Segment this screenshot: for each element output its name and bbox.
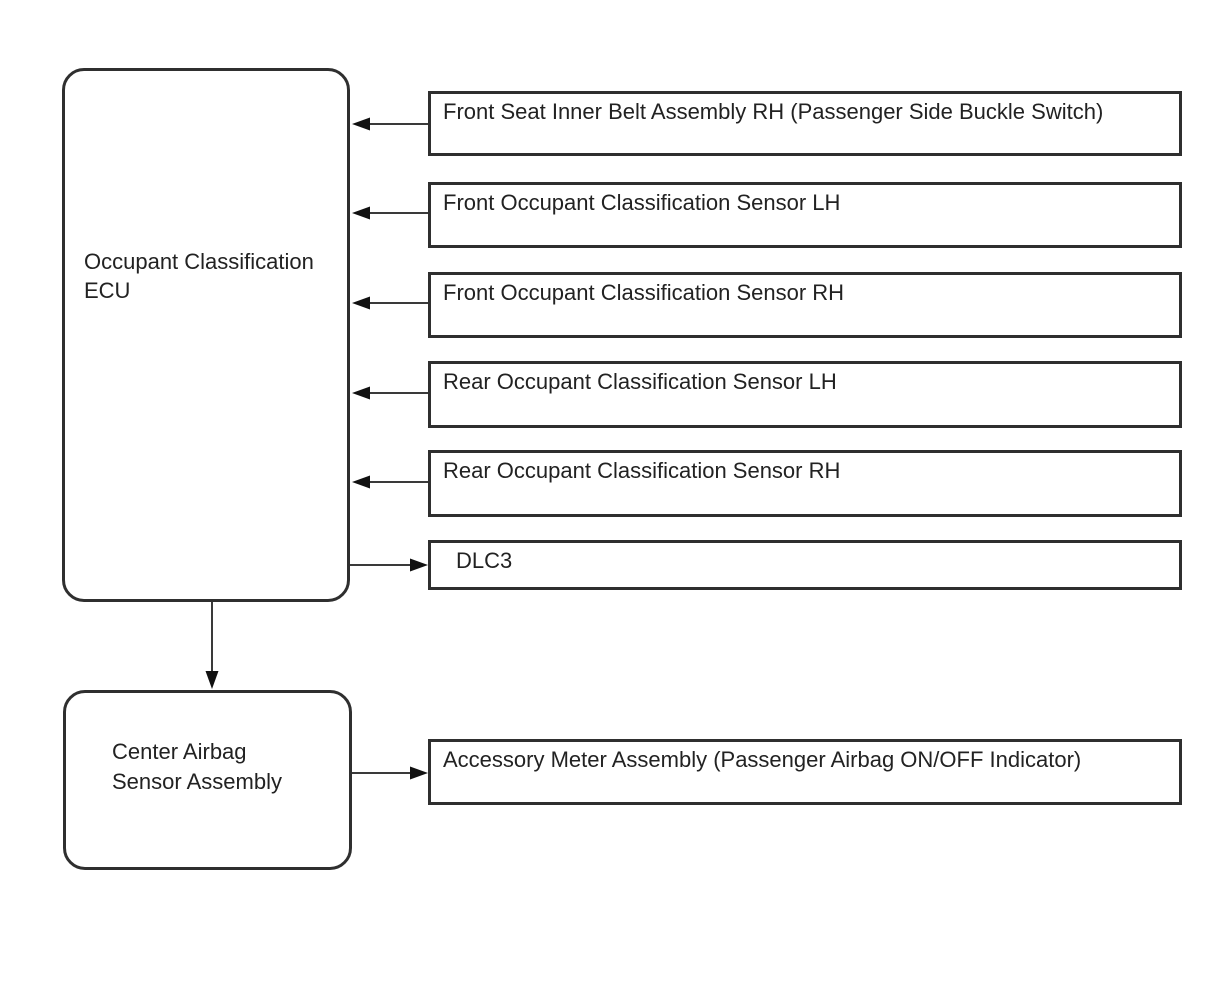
- center-airbag-sensor-label: Center Airbag Sensor Assembly: [112, 739, 282, 794]
- accessory-meter-label: Accessory Meter Assembly (Passenger Airb…: [443, 747, 1082, 772]
- sensor-box-label: Rear Occupant Classification Sensor LH: [443, 369, 837, 394]
- sensor-box-rear-occupant-classification-rh: Rear Occupant Classification Sensor RH: [428, 450, 1182, 517]
- arrow-ecu-to-dlc3: [350, 558, 428, 572]
- sensor-box-front-seat-inner-belt-rh: Front Seat Inner Belt Assembly RH (Passe…: [428, 91, 1182, 156]
- arrow-front-sensor-rh-to-ecu: [352, 296, 428, 310]
- sensor-box-front-occupant-classification-rh: Front Occupant Classification Sensor RH: [428, 272, 1182, 338]
- ecu-label: Occupant Classification ECU: [84, 249, 314, 303]
- dlc3-box: DLC3: [428, 540, 1182, 590]
- arrow-ecu-to-center-airbag: [205, 602, 219, 689]
- arrow-center-airbag-to-accessory-meter: [352, 766, 428, 780]
- sensor-box-label: Front Occupant Classification Sensor RH: [443, 280, 845, 305]
- sensor-box-label: Front Seat Inner Belt Assembly RH (Passe…: [443, 99, 1104, 124]
- sensor-box-rear-occupant-classification-lh: Rear Occupant Classification Sensor LH: [428, 361, 1182, 428]
- arrow-rear-sensor-lh-to-ecu: [352, 386, 428, 400]
- sensor-box-front-occupant-classification-lh: Front Occupant Classification Sensor LH: [428, 182, 1182, 248]
- center-airbag-sensor-box: Center Airbag Sensor Assembly: [63, 690, 352, 870]
- arrow-front-sensor-lh-to-ecu: [352, 206, 428, 220]
- sensor-box-label: Front Occupant Classification Sensor LH: [443, 190, 841, 215]
- accessory-meter-box: Accessory Meter Assembly (Passenger Airb…: [428, 739, 1182, 805]
- arrow-belt-switch-to-ecu: [352, 117, 428, 131]
- sensor-box-label: Rear Occupant Classification Sensor RH: [443, 458, 841, 483]
- arrow-rear-sensor-rh-to-ecu: [352, 475, 428, 489]
- dlc3-label: DLC3: [456, 548, 513, 573]
- ecu-box: Occupant Classification ECU: [62, 68, 350, 602]
